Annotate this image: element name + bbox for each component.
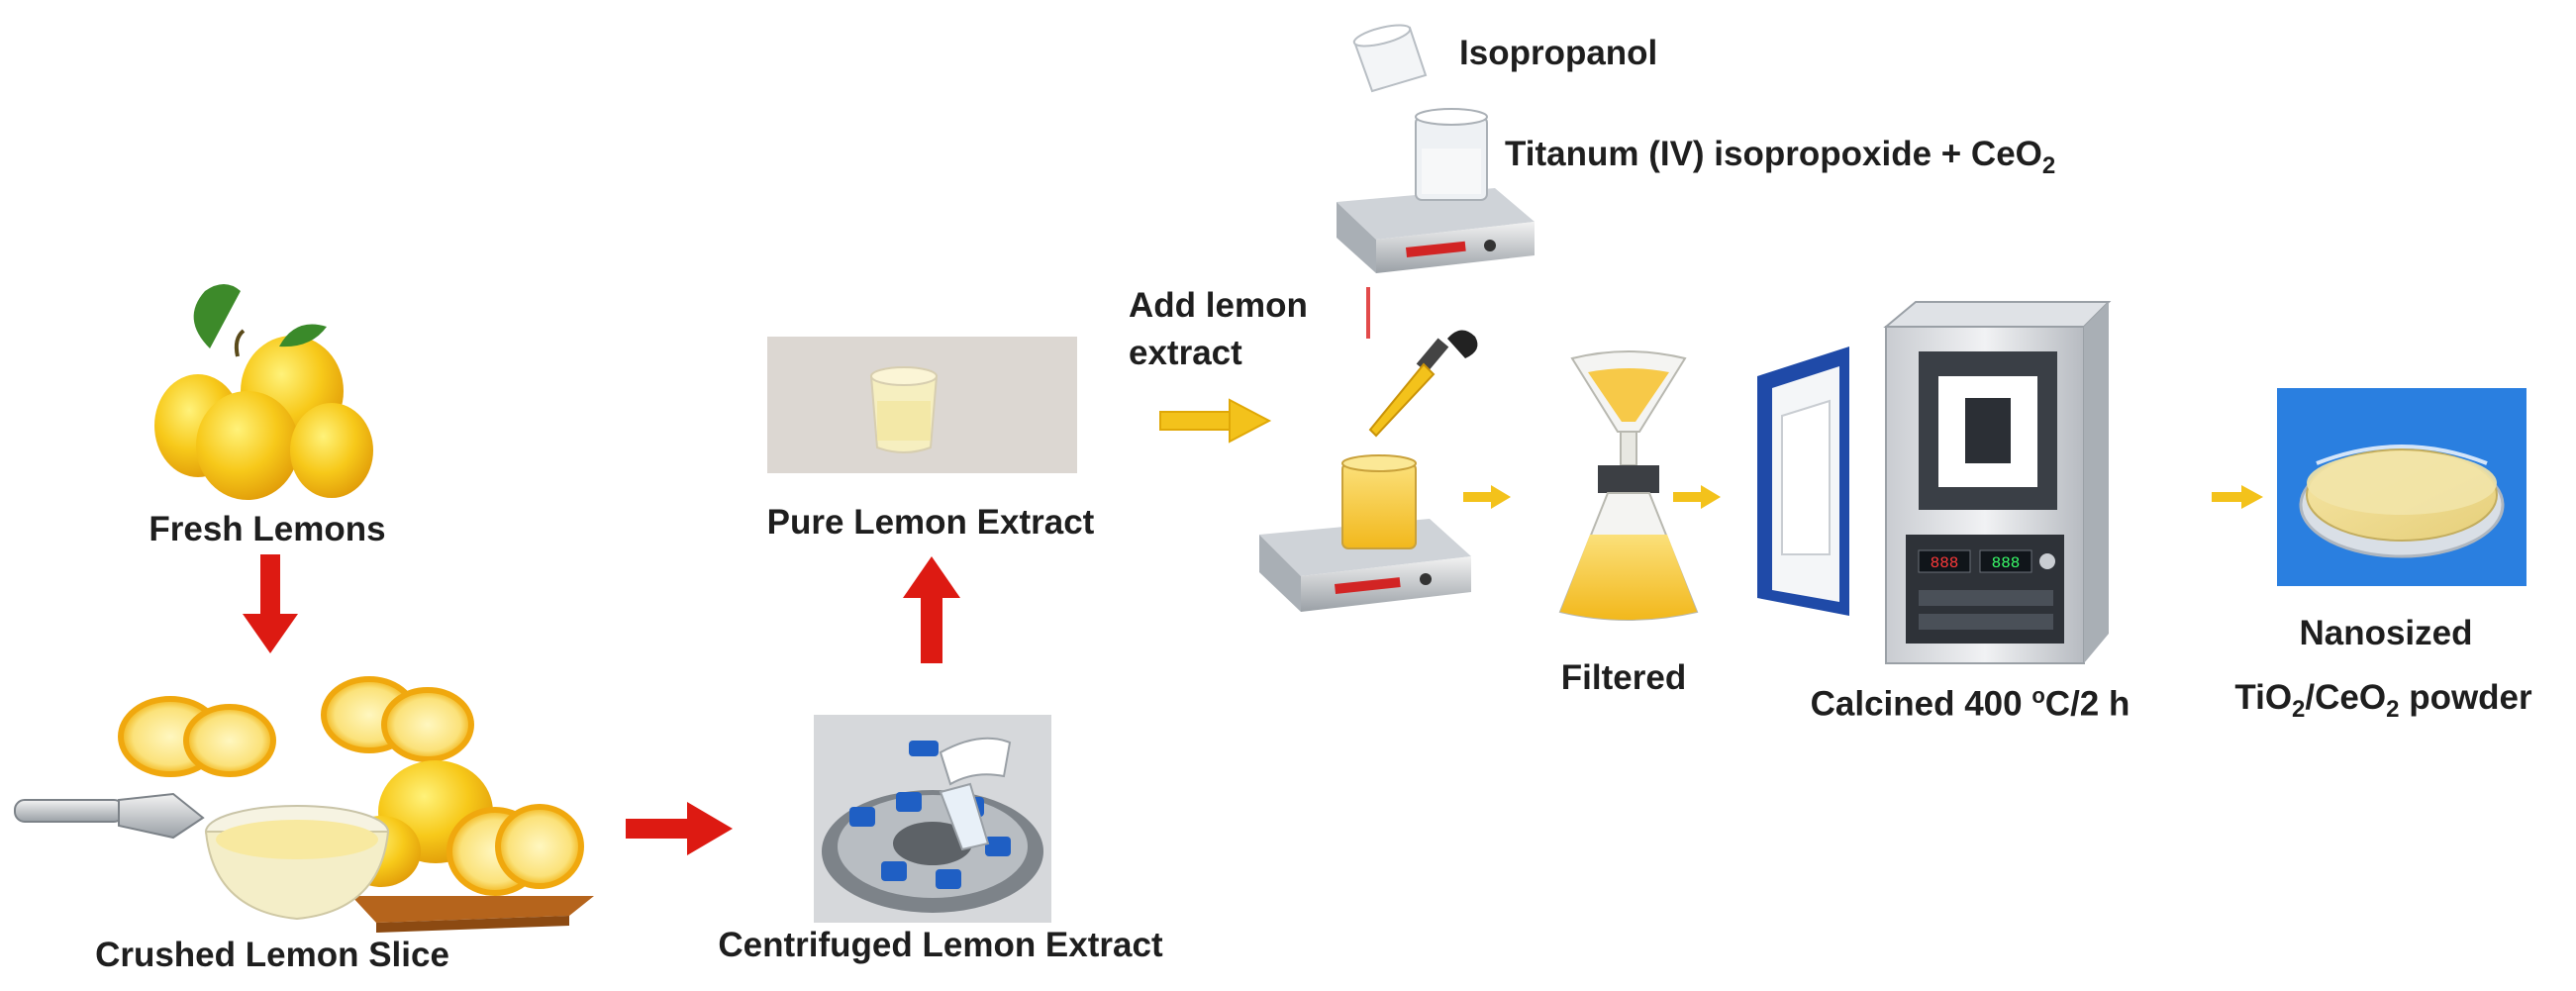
label-fresh-lemons: Fresh Lemons: [149, 510, 386, 548]
beaker-icon: [1341, 454, 1417, 549]
lemon-half-icon: [118, 676, 474, 777]
furnace-icon: 888 888: [1757, 301, 2112, 664]
cutting-board-icon: [351, 896, 594, 933]
svg-text:888: 888: [1931, 554, 1959, 572]
label-calcined: Calcined 400 oC/2 h: [1772, 683, 2168, 725]
svg-text:888: 888: [1992, 554, 2021, 572]
beaker-icon: [1352, 24, 1428, 93]
juicer-icon: [14, 792, 205, 840]
label-product-sub2: 2: [2386, 696, 2400, 723]
juice-bowl-icon: [204, 805, 390, 921]
label-product-ce: /CeO: [2305, 678, 2387, 717]
label-product-powder: TiO2/CeO2 powder: [2193, 678, 2574, 724]
label-filtered: Filtered: [1560, 658, 1687, 697]
label-centrifuged-lemon-extract: Centrifuged Lemon Extract: [718, 926, 1163, 964]
label-calcined-superscript: o: [2031, 683, 2045, 708]
label-pure-lemon-extract: Pure Lemon Extract: [766, 503, 1095, 542]
connector-line: [1366, 287, 1370, 339]
label-product-sub1: 2: [2292, 696, 2306, 723]
label-titanium-text: Titanum (IV) isopropoxide + CeO: [1505, 135, 2042, 173]
yellow-arrow-small: [2212, 485, 2263, 509]
extract-cup-icon: [767, 337, 1077, 473]
label-titanium-precursor: Titanum (IV) isopropoxide + CeO2: [1505, 135, 2055, 180]
red-arrow-down: [243, 554, 298, 653]
label-calcined-suffix: C/2 h: [2044, 684, 2130, 724]
stirrer-hotplate-icon: [1337, 188, 1535, 273]
label-calcined-text: Calcined 400: [1810, 684, 2032, 724]
label-titanium-subscript: 2: [2041, 152, 2056, 179]
label-isopropanol: Isopropanol: [1459, 34, 1658, 72]
yellow-arrow-small: [1673, 485, 1721, 509]
beaker-icon: [1415, 108, 1488, 201]
label-product-ti: TiO: [2234, 678, 2293, 717]
yellow-arrow: [1159, 398, 1272, 444]
centrifuge-icon: [814, 715, 1051, 923]
dropper-icon: [1368, 330, 1478, 438]
petri-dish-icon: [2277, 388, 2526, 586]
red-arrow-right: [626, 802, 733, 855]
label-nanosized: Nanosized: [2299, 614, 2473, 652]
label-crushed-lemon-slice: Crushed Lemon Slice: [95, 936, 449, 974]
label-add-lemon-line2: extract: [1129, 334, 1242, 372]
funnel-flask-icon: [1558, 350, 1699, 621]
red-arrow-up: [903, 556, 960, 663]
label-add-lemon-extract: Add lemon extract: [1129, 282, 1308, 377]
yellow-arrow-small: [1463, 485, 1511, 509]
label-add-lemon-line1: Add lemon: [1129, 286, 1308, 325]
lemon-icon: [154, 284, 373, 500]
label-product-suffix: powder: [2399, 678, 2532, 717]
